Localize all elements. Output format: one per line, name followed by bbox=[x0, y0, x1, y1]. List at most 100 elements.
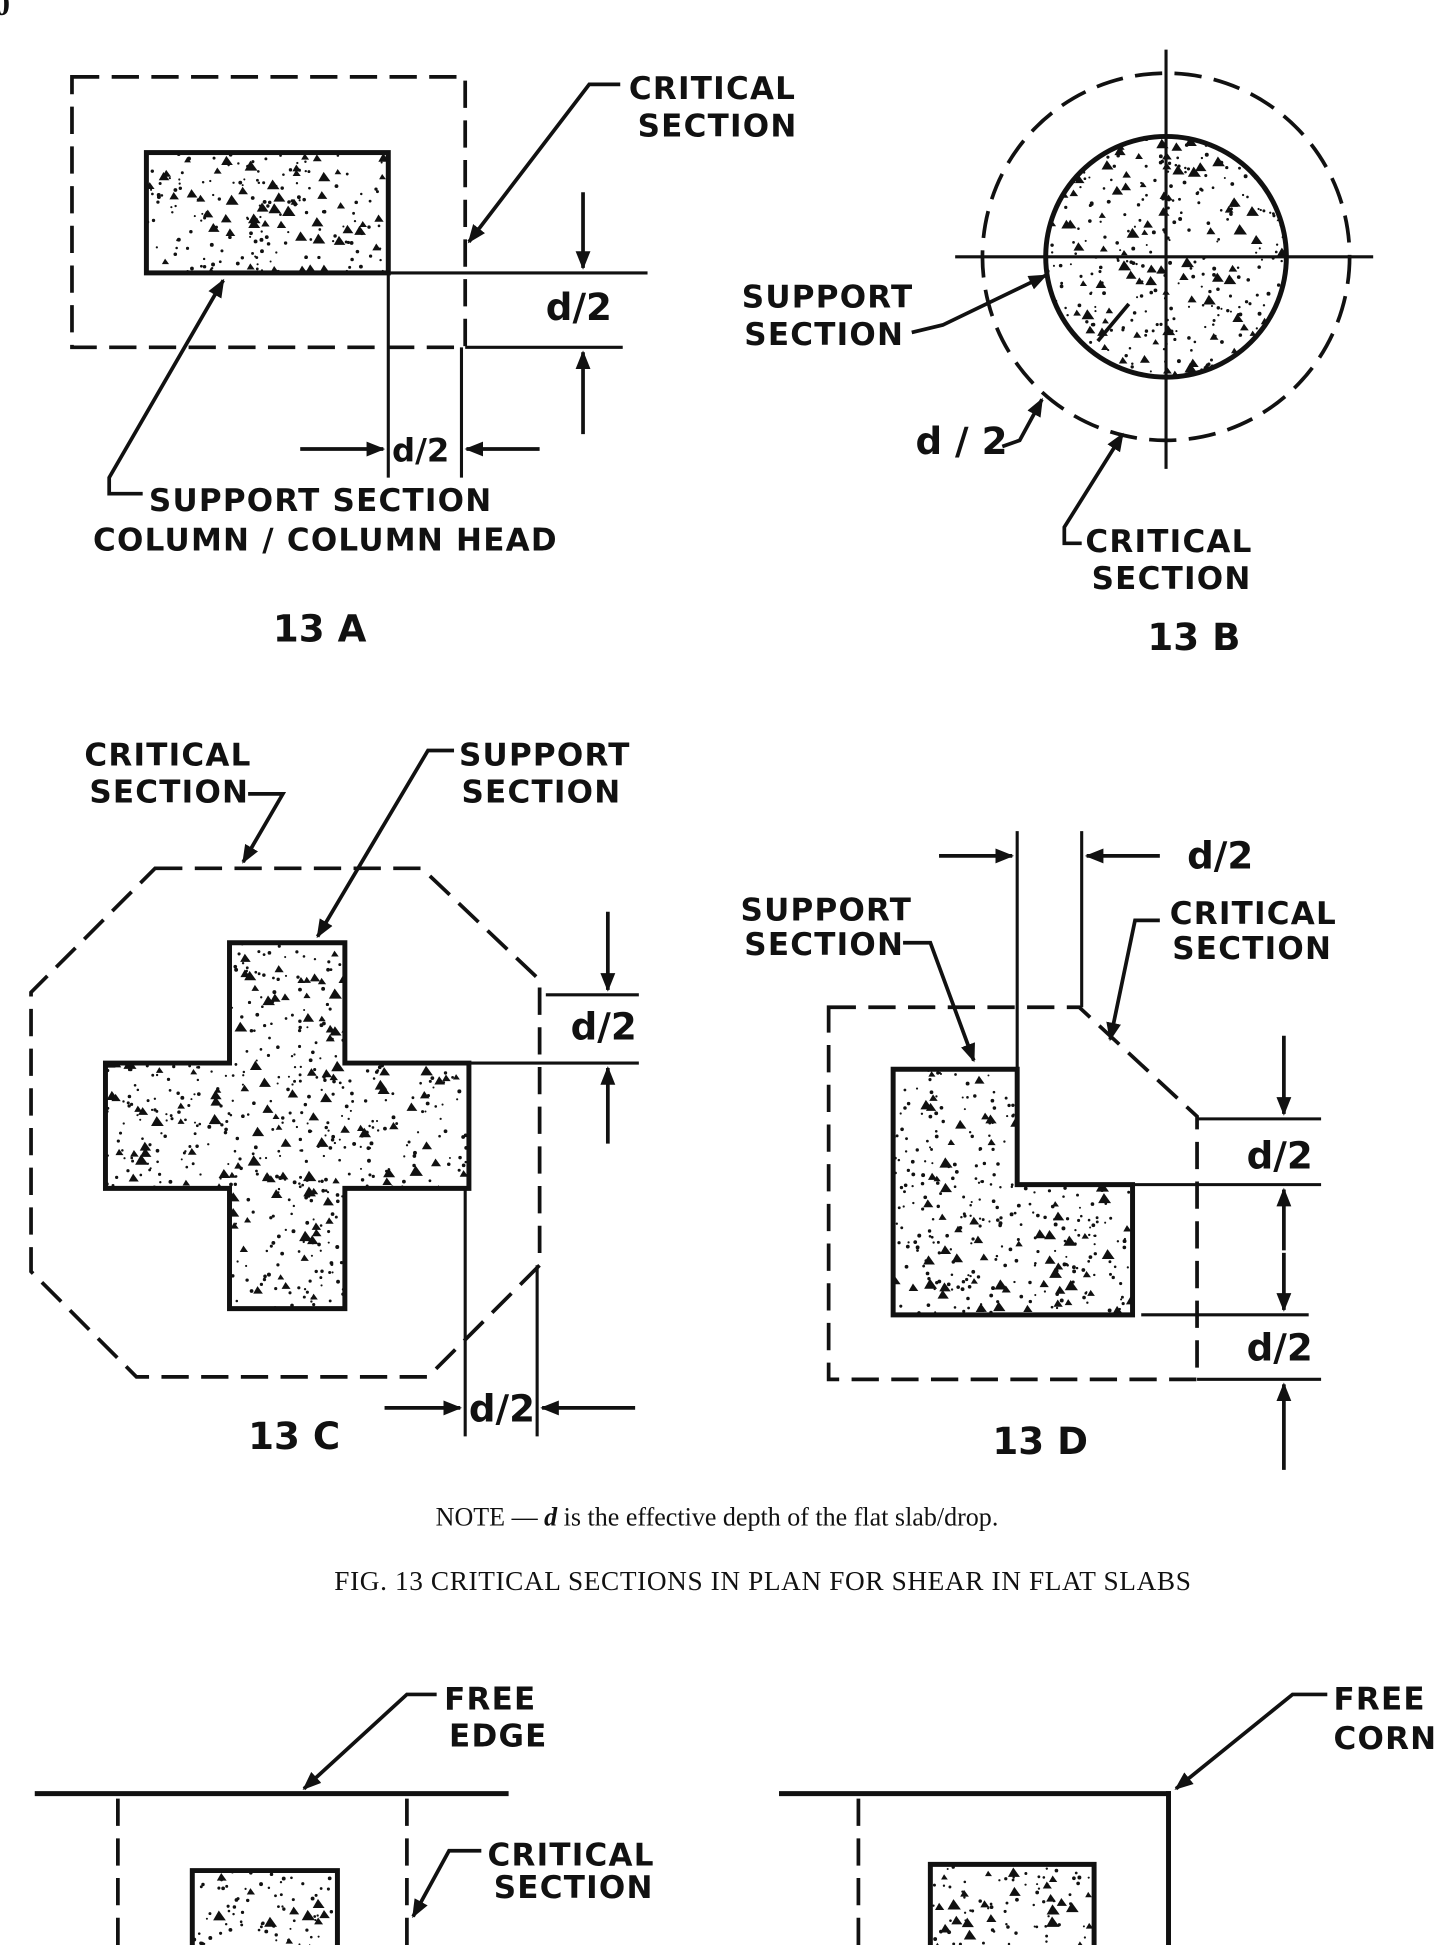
stipple-dot bbox=[1082, 1270, 1091, 1278]
stipple-dot bbox=[305, 1928, 309, 1932]
stipple-dot bbox=[1104, 1169, 1109, 1174]
figure-14-free-edge: FREE EDGE CRITICAL SECTION bbox=[34, 1681, 654, 1945]
stipple-dot bbox=[1099, 245, 1108, 252]
stipple-dot bbox=[303, 1287, 307, 1291]
stipple-dot bbox=[1077, 1218, 1081, 1222]
stipple-dot bbox=[981, 1218, 985, 1222]
stipple-dot bbox=[1208, 289, 1212, 294]
stipple-dot bbox=[154, 1287, 159, 1292]
stipple-dot bbox=[354, 1230, 359, 1235]
stipple-dot bbox=[206, 967, 217, 976]
stipple-dot bbox=[116, 1139, 120, 1143]
stipple-dot bbox=[1158, 154, 1163, 159]
stipple-dot bbox=[381, 988, 391, 996]
stipple-dot bbox=[129, 1269, 133, 1274]
stipple-dot bbox=[349, 241, 354, 245]
stipple-dot bbox=[331, 1092, 335, 1096]
stipple-dot bbox=[117, 1210, 121, 1214]
stipple-dot bbox=[308, 1279, 312, 1283]
stipple-dot bbox=[1114, 146, 1126, 156]
stipple-dot bbox=[280, 186, 284, 190]
stipple-dot bbox=[1116, 1240, 1120, 1243]
stipple-dot bbox=[308, 1112, 320, 1121]
stipple-dot bbox=[345, 172, 349, 176]
stipple-dot bbox=[1069, 189, 1079, 197]
stipple-dot bbox=[300, 1111, 304, 1115]
stipple-dot bbox=[193, 1132, 197, 1136]
stipple-dot bbox=[259, 215, 262, 219]
stipple-dot bbox=[1107, 1308, 1112, 1313]
stipple-dot bbox=[1201, 304, 1205, 307]
stipple-dot bbox=[220, 213, 232, 223]
stipple-dot bbox=[1007, 1867, 1020, 1877]
stipple-dot bbox=[1065, 219, 1077, 229]
stipple-dot bbox=[1220, 307, 1223, 310]
stipple-dot bbox=[311, 1222, 322, 1230]
stipple-dot bbox=[119, 1223, 122, 1226]
stipple-dot bbox=[928, 1146, 932, 1149]
stipple-dot bbox=[165, 1119, 168, 1122]
stipple-dot bbox=[1271, 349, 1276, 354]
stipple-dot bbox=[187, 1147, 197, 1155]
stipple-dot bbox=[1056, 1093, 1060, 1097]
stipple-dot bbox=[1075, 1266, 1079, 1270]
stipple-dot bbox=[295, 1125, 299, 1129]
stipple-dot bbox=[276, 977, 280, 982]
stipple-dot bbox=[1066, 153, 1069, 156]
stipple-dot bbox=[974, 1177, 978, 1180]
stipple-dot bbox=[1153, 178, 1157, 183]
stipple-dot bbox=[213, 978, 216, 982]
stipple-dot bbox=[175, 246, 178, 250]
stipple-dot bbox=[276, 1082, 279, 1085]
stipple-dot bbox=[134, 1209, 139, 1214]
stipple-dot bbox=[389, 1257, 394, 1262]
stipple-dot bbox=[237, 162, 240, 165]
stipple-dot bbox=[347, 1207, 350, 1210]
stipple-dot bbox=[375, 1119, 379, 1123]
stipple-dot bbox=[431, 1305, 434, 1308]
stipple-dot bbox=[1141, 229, 1149, 235]
stipple-dot bbox=[359, 1226, 363, 1229]
stipple-dot bbox=[439, 1285, 444, 1290]
stipple-dot bbox=[228, 1171, 237, 1178]
stipple-dot bbox=[1081, 1232, 1089, 1239]
stipple-dot bbox=[1190, 348, 1193, 352]
stipple-dot bbox=[994, 1279, 1008, 1290]
stipple-dot bbox=[208, 223, 220, 232]
stipple-dot bbox=[1195, 162, 1207, 172]
stipple-dot bbox=[1186, 167, 1191, 171]
stipple-dot bbox=[416, 1050, 419, 1053]
stipple-dot bbox=[379, 980, 383, 984]
support-section-column bbox=[143, 150, 391, 276]
stipple-dot bbox=[302, 955, 306, 958]
stipple-dot bbox=[1262, 304, 1266, 307]
support-label: SUPPORT SECTION bbox=[149, 483, 493, 519]
stipple-dot bbox=[1014, 1931, 1018, 1935]
stipple-dot bbox=[1257, 265, 1261, 269]
stipple-dot bbox=[1045, 1095, 1050, 1100]
stipple-dot bbox=[434, 1105, 438, 1108]
stipple-dot bbox=[904, 1264, 909, 1269]
stipple-dot bbox=[201, 996, 205, 1000]
stipple-dot bbox=[1019, 1175, 1022, 1179]
stipple-dot bbox=[335, 1193, 340, 1197]
stipple-dot bbox=[238, 180, 243, 185]
stipple-dot bbox=[151, 1307, 154, 1309]
stipple-dot bbox=[255, 1169, 258, 1173]
stipple-dot bbox=[359, 1145, 362, 1148]
stipple-dot bbox=[202, 1300, 206, 1304]
stipple-dot bbox=[432, 1086, 435, 1089]
stipple-dot bbox=[245, 1278, 249, 1282]
stipple-dot bbox=[139, 1173, 143, 1177]
stipple-dot bbox=[407, 1239, 417, 1247]
stipple-dot bbox=[980, 1900, 990, 1908]
stipple-dot bbox=[383, 1167, 396, 1178]
stipple-dot bbox=[319, 1224, 323, 1227]
stipple-dot bbox=[176, 1036, 179, 1040]
stipple-dot bbox=[384, 1240, 387, 1244]
stipple-dot bbox=[1171, 199, 1175, 202]
stipple-dot bbox=[1189, 267, 1193, 270]
stipple-dot bbox=[955, 1119, 967, 1129]
stipple-dot bbox=[1078, 1206, 1081, 1209]
stipple-dot bbox=[277, 944, 281, 948]
